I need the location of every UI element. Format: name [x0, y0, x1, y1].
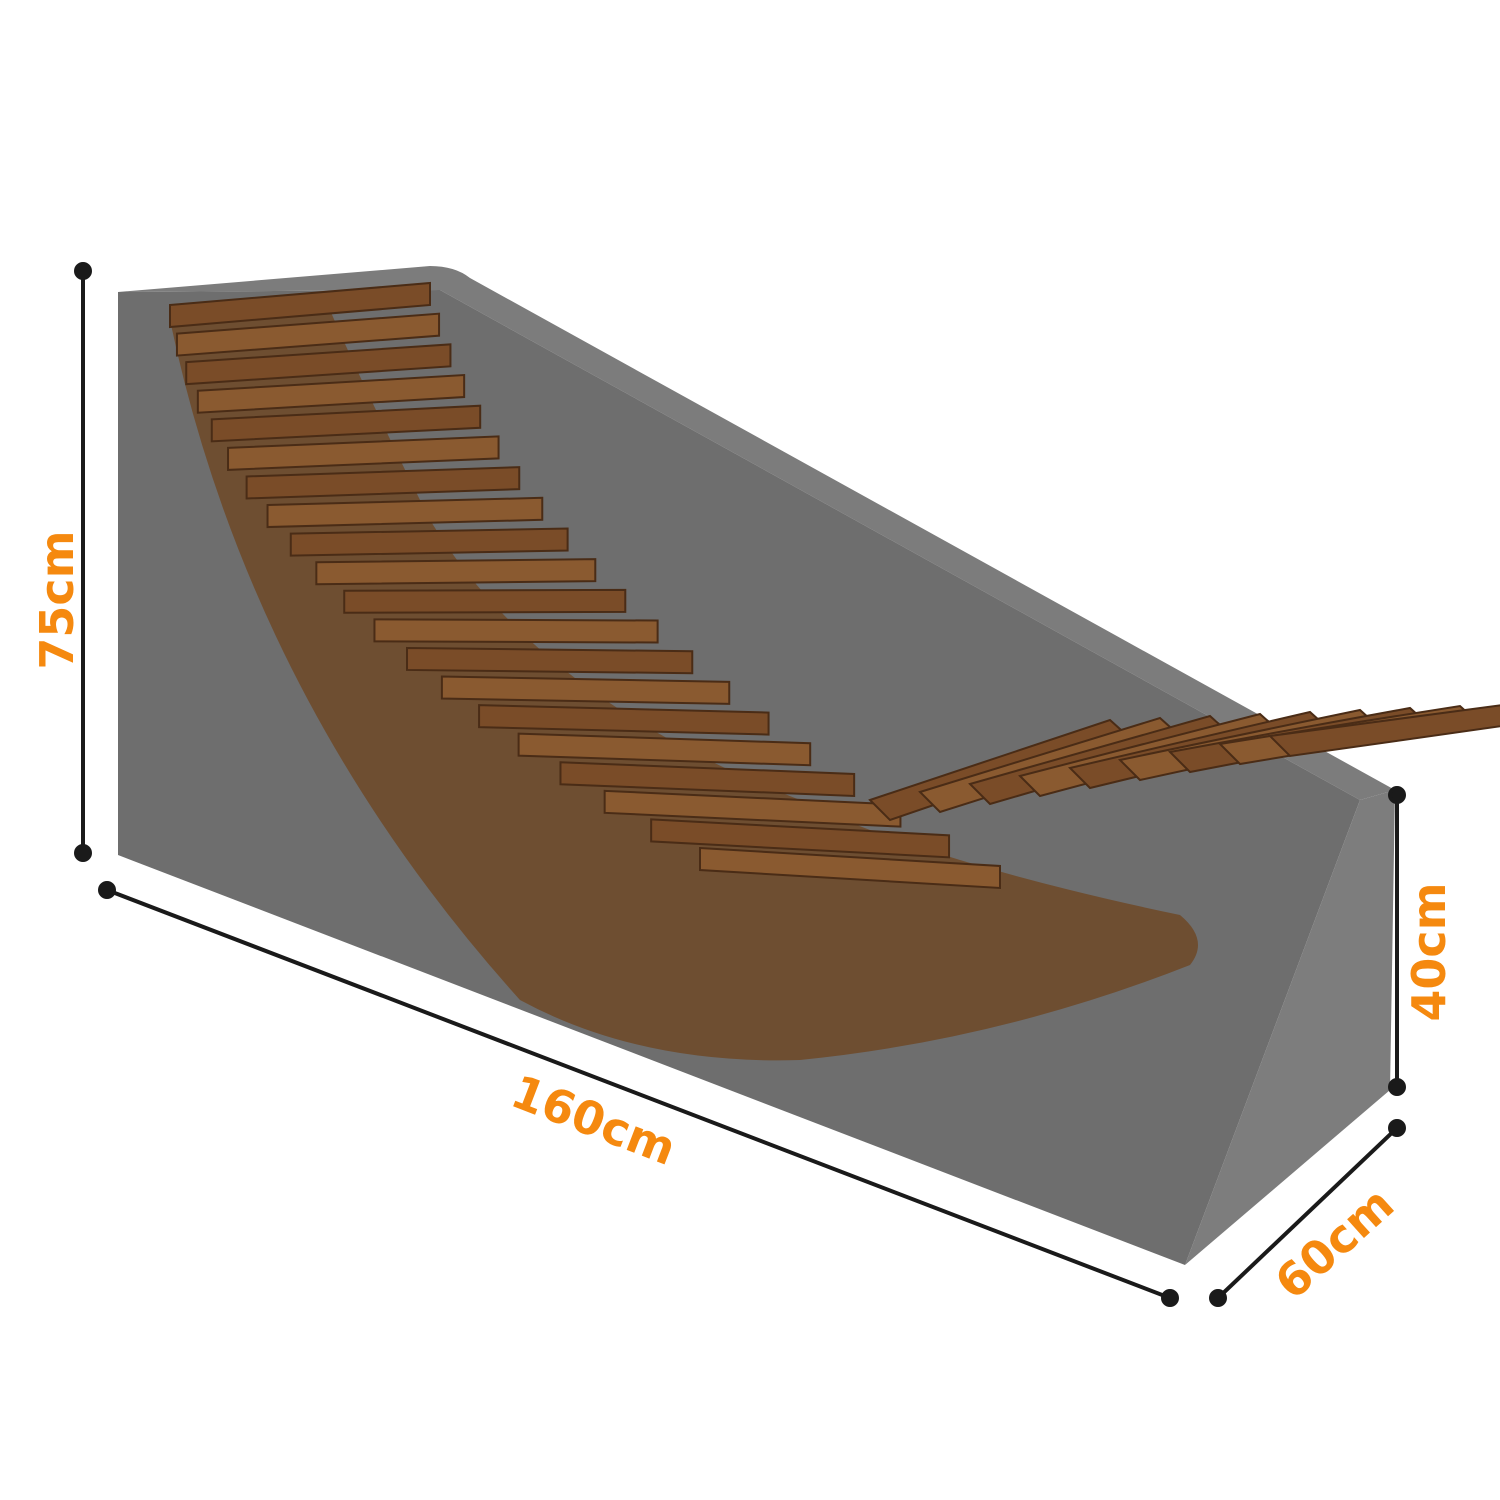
dim-dot: [1388, 1119, 1406, 1137]
dim-dot: [1209, 1289, 1227, 1307]
dim-dot: [1161, 1289, 1179, 1307]
chair-slat: [245, 466, 521, 500]
chair-slat: [1267, 704, 1500, 758]
chair-slats: [169, 281, 1001, 890]
chair-slat: [185, 343, 452, 386]
chair-slat: [603, 789, 902, 828]
chair-slat: [478, 704, 770, 736]
chair-slat: [169, 281, 431, 329]
dim-dot: [1388, 786, 1406, 804]
chair-slat: [517, 732, 812, 767]
dim-line-length: [106, 888, 1171, 1300]
chair-slat: [266, 496, 544, 529]
chair-slat: [373, 618, 659, 644]
chair-footrest-slats: [868, 704, 1500, 822]
chair-slat: [406, 646, 694, 675]
chair-slat: [343, 588, 627, 614]
label-height-back: 75cm: [30, 530, 84, 669]
dim-dot: [98, 881, 116, 899]
chair-slat: [315, 558, 597, 586]
chair-slat: [289, 527, 569, 557]
dim-dot: [74, 844, 92, 862]
chair-slat: [196, 373, 466, 414]
label-height-front: 40cm: [1402, 882, 1456, 1021]
dim-dot: [74, 262, 92, 280]
chair-slat: [650, 818, 951, 859]
chair-slat: [227, 435, 500, 471]
chair-slat: [210, 404, 482, 443]
chair-slat: [559, 761, 856, 797]
cover-side-face: [1185, 790, 1395, 1265]
dim-line-width: [1216, 1126, 1399, 1300]
dim-dot: [1388, 1078, 1406, 1096]
label-width: 60cm: [1264, 1176, 1404, 1309]
chair-slat: [440, 675, 731, 705]
chair-slat: [175, 312, 441, 357]
label-length: 160cm: [504, 1064, 683, 1176]
chair-slat: [699, 846, 1001, 890]
